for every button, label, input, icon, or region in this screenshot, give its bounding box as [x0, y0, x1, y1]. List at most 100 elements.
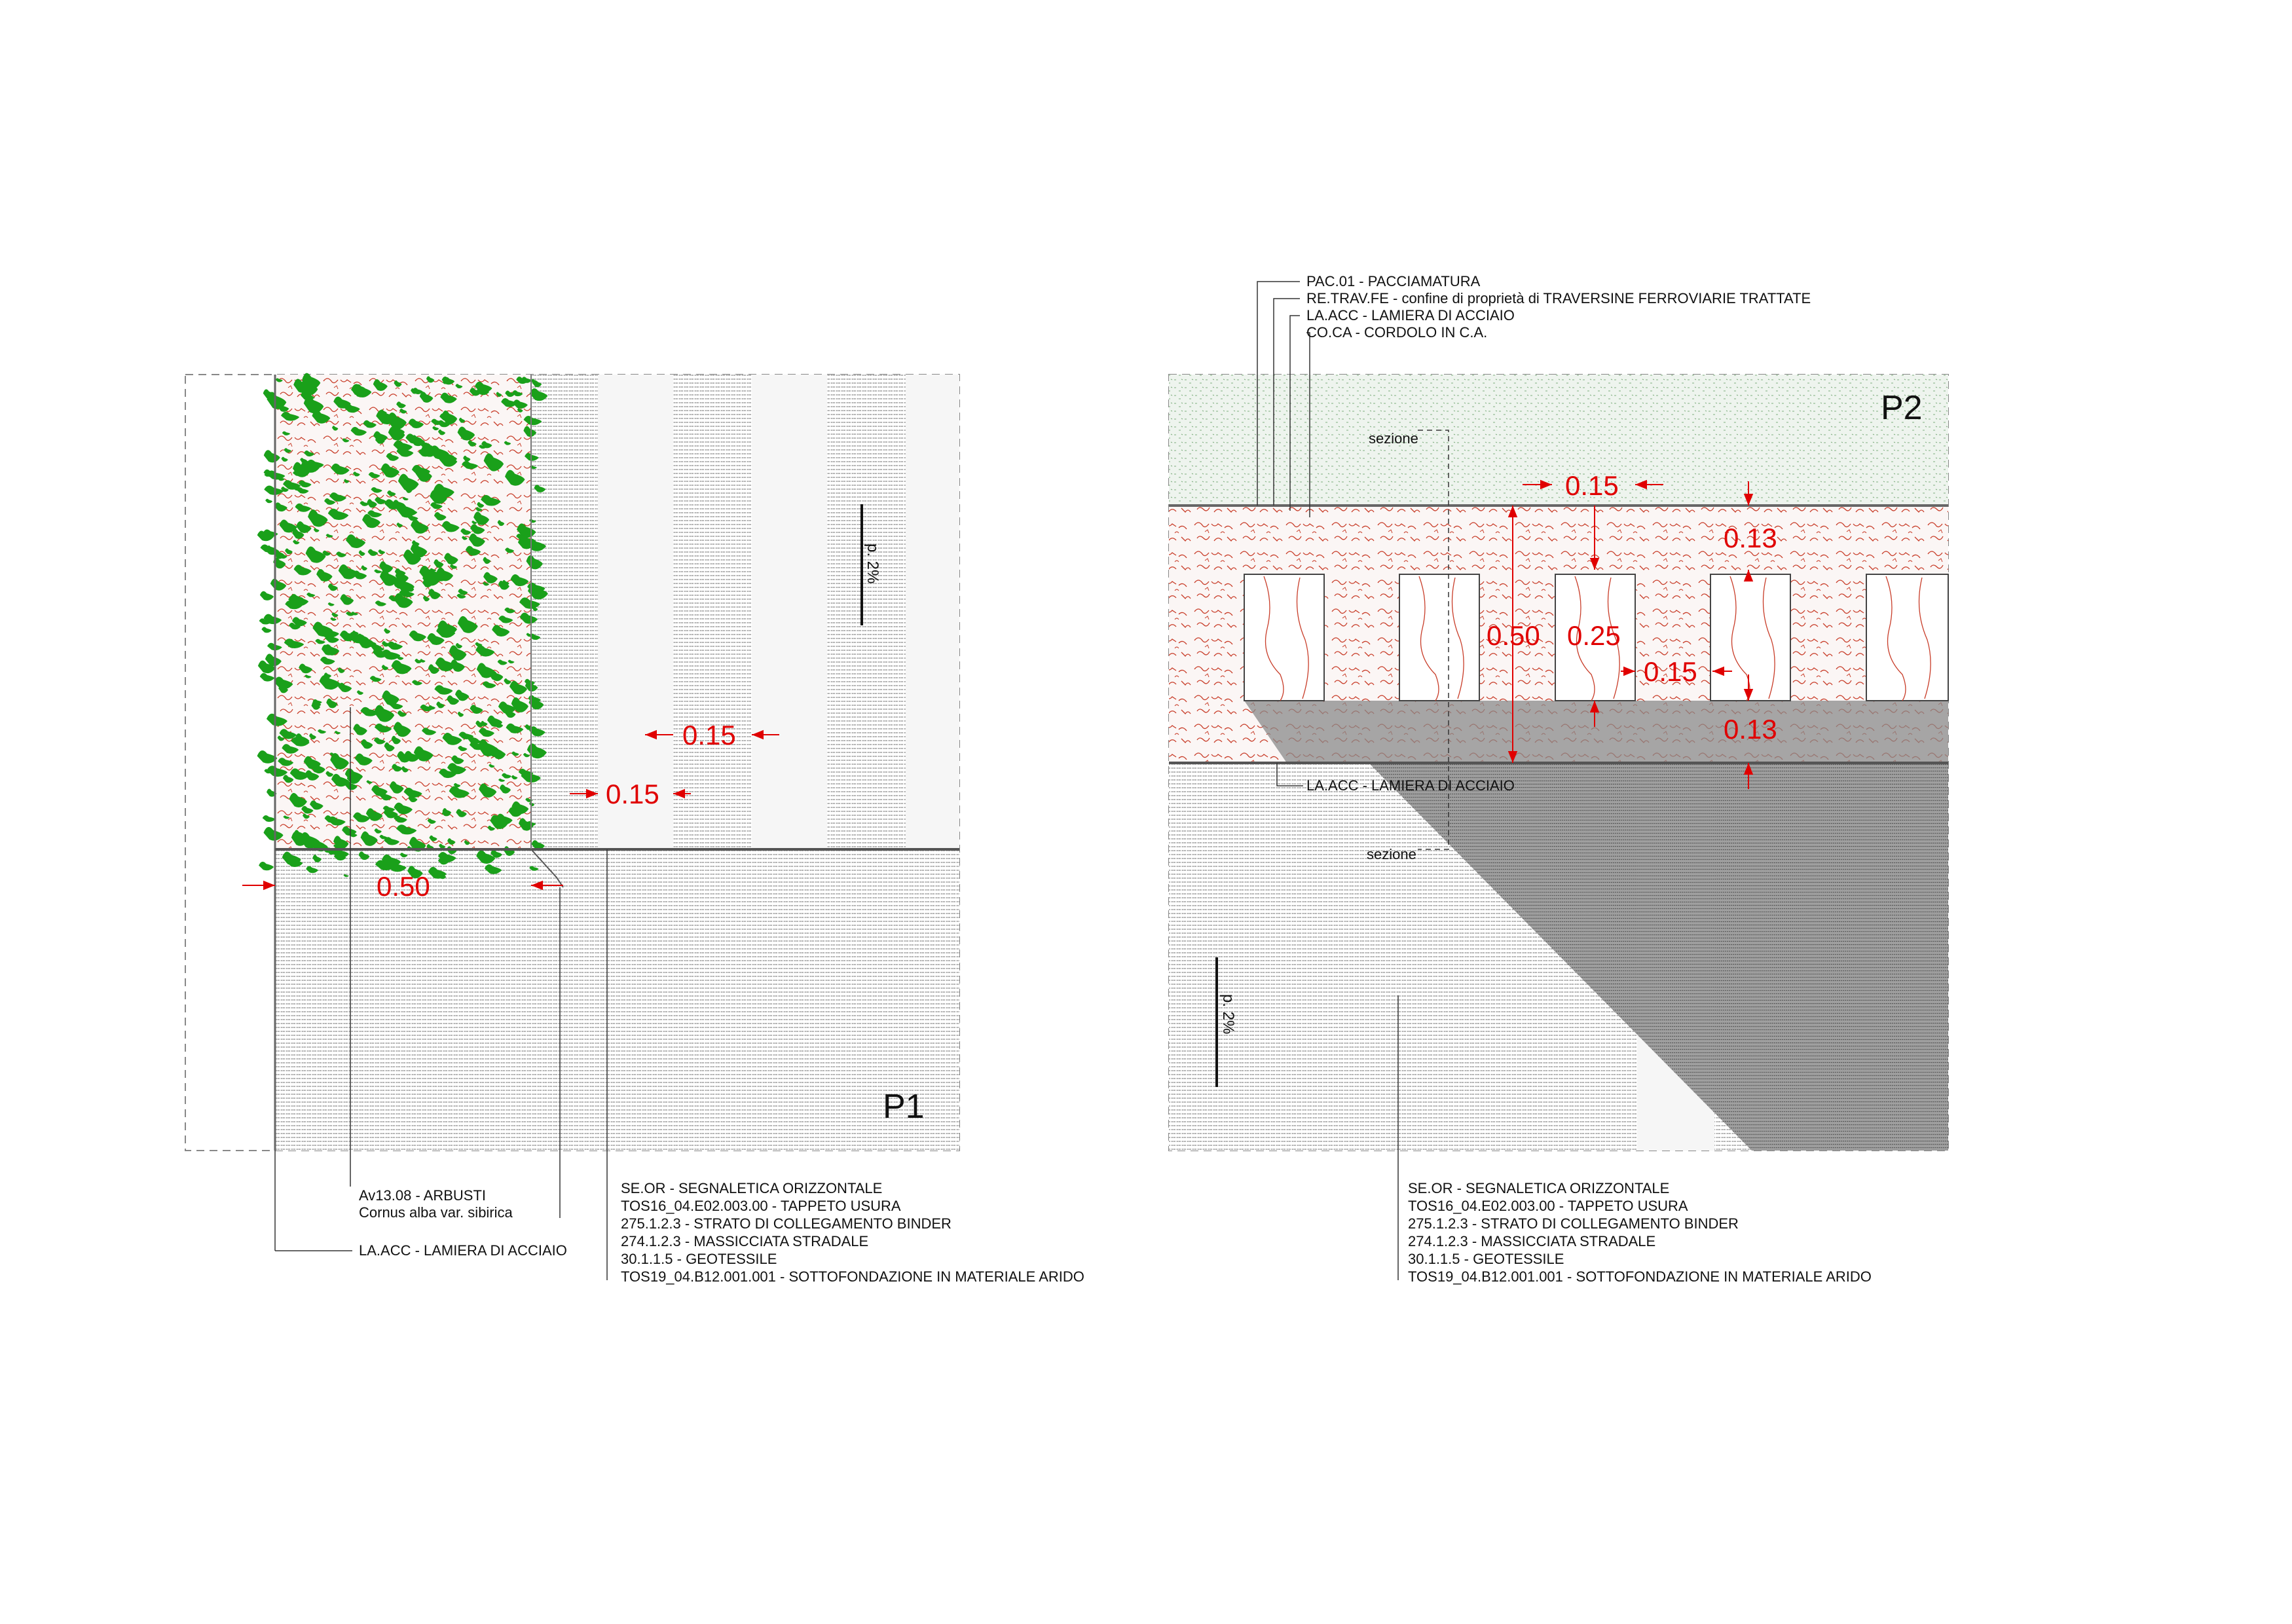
shrub-leaf: [312, 701, 322, 707]
shrub-leaf: [476, 850, 496, 864]
shrub-leaf: [432, 448, 439, 452]
shrub-leaf: [436, 701, 445, 709]
shrub-leaf: [265, 654, 282, 667]
shrub-leaf: [384, 628, 391, 634]
p2-layer-item: 275.1.2.3 - STRATO DI COLLEGAMENTO BINDE…: [1408, 1215, 1739, 1232]
shrub-leaf: [369, 676, 382, 682]
shrub-leaf: [455, 642, 463, 649]
shrub-leaf: [458, 745, 468, 751]
shrub-leaf: [437, 851, 456, 862]
shrub-leaf: [282, 431, 291, 435]
shrub-leaf: [329, 752, 337, 756]
p1-steel-sheet-detail: [530, 849, 564, 888]
shrub-leaf: [529, 726, 545, 737]
shrub-leaf: [332, 426, 339, 431]
shrub-leaf: [375, 437, 385, 444]
shrub-leaf: [266, 713, 287, 726]
shrub-leaf: [481, 494, 501, 506]
shrub-leaf: [479, 783, 497, 798]
shrub-leaf: [394, 802, 413, 815]
shrub-leaf: [320, 656, 335, 665]
shrub-leaf: [505, 390, 515, 397]
shrub-leaf: [396, 824, 417, 835]
shrub-leaf: [315, 638, 325, 644]
shrub-leaf: [478, 728, 494, 737]
shrub-leaf: [483, 557, 491, 564]
p1-leaders: [274, 707, 608, 1280]
shrub-leaf: [312, 621, 333, 637]
shrub-leaf: [333, 844, 341, 849]
shrub-leaf: [428, 705, 436, 710]
shrub-leaf: [352, 471, 360, 477]
shrub-leaf: [527, 743, 547, 759]
shrub-leaf: [391, 660, 412, 674]
shrub-leaf: [439, 454, 458, 467]
shrub-leaf: [510, 574, 529, 587]
shrub-leaf: [303, 835, 310, 840]
shrub-leaf: [348, 832, 358, 838]
shrub-leaf: [291, 617, 307, 627]
shrub-leaf: [326, 698, 338, 709]
shrub-leaf: [367, 510, 382, 518]
shrub-leaf: [499, 784, 511, 794]
p1-shrubs-species: Cornus alba var. sibirica: [359, 1204, 513, 1221]
shrub-leaf: [401, 766, 409, 773]
shrub-leaf: [429, 835, 437, 841]
shrub-leaf: [350, 426, 367, 436]
shrub-leaf: [481, 441, 492, 449]
shrub-leaf: [308, 509, 328, 527]
shrub-leaf: [334, 731, 341, 735]
shrub-leaf: [259, 861, 274, 871]
wood-grain: [1574, 576, 1620, 701]
shrub-leaf: [427, 633, 445, 645]
slope-label: p. 2%: [1219, 994, 1237, 1034]
shrub-leaf: [336, 551, 346, 557]
shrub-leaf: [394, 593, 413, 608]
shrub-leaf: [519, 597, 540, 609]
shrub-leaf: [358, 550, 365, 556]
p1-road-lower: [275, 849, 959, 1151]
shrub-leaf: [371, 784, 388, 796]
shrub-leaf: [353, 812, 370, 822]
shrub-leaf: [408, 795, 418, 803]
shrub-leaf: [284, 638, 305, 648]
shrub-leaf: [397, 473, 419, 491]
shrub-leaf: [290, 593, 304, 602]
shrub-leaf: [327, 602, 335, 606]
shrub-leaf: [373, 379, 388, 391]
p2-steel-sheet-label: LA.ACC - LAMIERA DI ACCIAIO: [1306, 777, 1515, 794]
p1-layer-list: SE.OR - SEGNALETICA ORIZZONTALE TOS16_04…: [621, 1180, 1084, 1285]
shrub-leaf: [257, 660, 276, 674]
shrub-leaf: [300, 380, 318, 396]
shrub-leaf: [305, 674, 312, 678]
shrub-leaf: [449, 786, 470, 798]
shrub-leaf: [293, 564, 312, 576]
shrub-leaf: [275, 378, 283, 382]
shrub-leaf: [402, 497, 409, 501]
shrub-leaf: [420, 704, 434, 712]
shrub-leaf: [382, 690, 399, 706]
wood-grain: [1729, 576, 1775, 701]
shrub-leaf: [374, 569, 382, 574]
shrub-leaf: [388, 595, 400, 602]
shrub-leaf: [327, 583, 338, 591]
shrub-leaf: [343, 874, 349, 877]
p1-shrubs-code: Av13.08 - ARBUSTI: [359, 1187, 486, 1204]
shrub-leaf: [463, 455, 471, 462]
shrub-leaf: [356, 690, 364, 695]
shrub-leaf: [441, 811, 451, 817]
shrub-leaf: [293, 486, 301, 491]
shrub-leaf: [420, 659, 426, 663]
shrub-leaf: [363, 420, 377, 428]
shrub-leaf: [418, 449, 432, 457]
p2-grass-strip: [1169, 375, 1948, 506]
shrub-leaf: [305, 770, 320, 781]
shrub-leaf: [379, 834, 388, 840]
p1-zebra-stripe: [598, 375, 673, 849]
shrub-leaf: [475, 645, 495, 657]
shrub-leaf: [502, 580, 509, 586]
shrub-leaf: [327, 508, 349, 520]
shrub-leaf: [458, 589, 468, 595]
shrub-leaf: [300, 460, 320, 473]
